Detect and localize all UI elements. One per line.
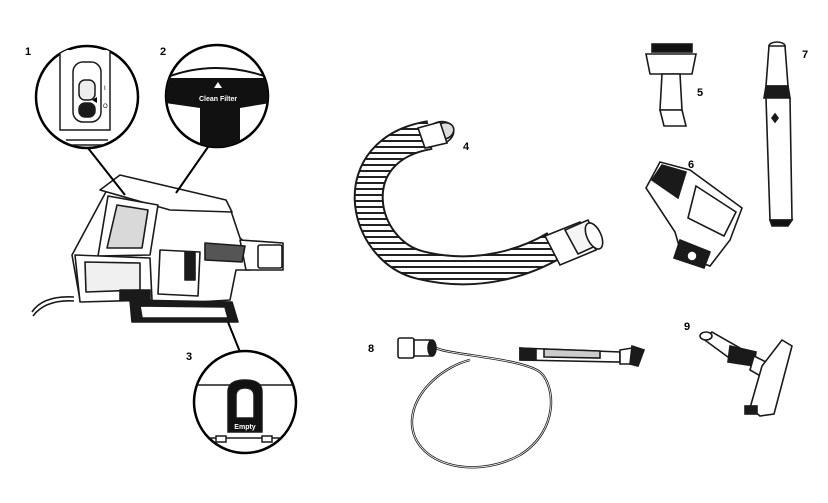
inset-empty-latch: Empty	[192, 349, 298, 455]
callout-numbers: 1 2 3 4 5 6 7 8 9	[25, 46, 808, 363]
flexible-hose	[353, 120, 604, 286]
crevice-tool	[763, 41, 794, 227]
empty-label: Empty	[234, 424, 256, 431]
callout-5: 5	[697, 87, 703, 99]
power-on-mark: I	[104, 86, 106, 92]
callout-9: 9	[684, 321, 690, 333]
extension-wand	[397, 337, 646, 469]
handheld-vacuum	[31, 174, 284, 323]
inset-clean-filter: Clean Filter	[164, 43, 270, 149]
callout-7: 7	[802, 49, 808, 61]
leader-lines	[87, 146, 241, 353]
squeegee-tool	[699, 331, 793, 417]
upholstery-tool	[645, 43, 697, 127]
clean-filter-label: Clean Filter	[199, 96, 237, 103]
callout-4: 4	[463, 141, 470, 153]
inset-power-switch: I O	[34, 44, 140, 150]
callout-1: 1	[25, 46, 31, 58]
callout-2: 2	[160, 46, 166, 58]
turbo-brush	[645, 161, 743, 270]
callout-3: 3	[186, 351, 192, 363]
callout-8: 8	[368, 343, 374, 355]
callout-6: 6	[688, 159, 694, 171]
power-off-mark: O	[103, 104, 108, 110]
